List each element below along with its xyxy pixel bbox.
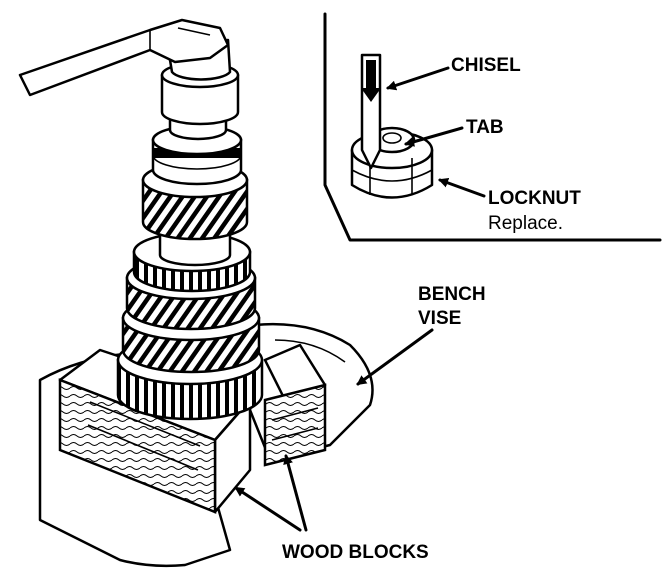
label-locknut: LOCKNUT: [488, 188, 581, 209]
label-locknut-note: Replace.: [488, 213, 563, 234]
label-tab: TAB: [466, 117, 504, 138]
label-bench: BENCH: [418, 284, 486, 305]
gear-stack: [116, 101, 264, 421]
locknut-arrow: [438, 178, 486, 198]
leader-arrows: [234, 66, 486, 532]
inset-panel: [323, 12, 662, 242]
socket-wrench: [18, 18, 240, 126]
label-chisel: CHISEL: [451, 55, 521, 76]
wood-block-left-arrow: [234, 486, 302, 532]
wood-block-left: [58, 348, 252, 514]
chisel-arrow: [386, 66, 450, 91]
bench-vise-arrow: [356, 328, 434, 386]
wood-block-right: [263, 343, 327, 467]
label-vise: VISE: [418, 308, 461, 329]
wood-block-right-arrow: [283, 454, 308, 532]
inset-chisel: [360, 53, 382, 170]
label-wood-blocks: WOOD BLOCKS: [282, 542, 429, 563]
tab-arrow: [404, 126, 464, 147]
